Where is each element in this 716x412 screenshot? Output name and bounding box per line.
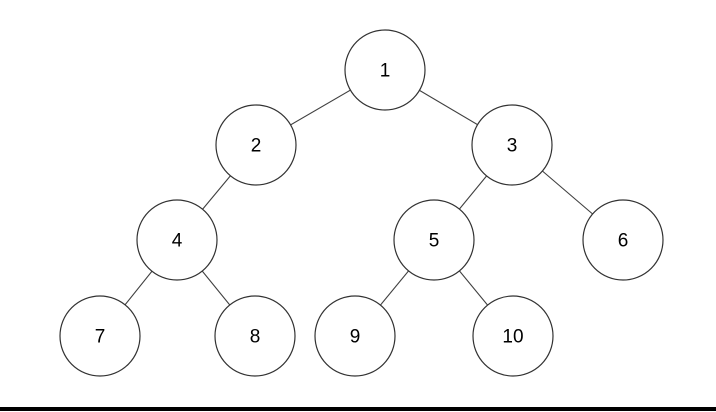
tree-node-2: 2 [215, 104, 297, 186]
tree-node-10: 10 [472, 295, 554, 377]
node-label-2: 2 [251, 136, 262, 157]
node-label-9: 9 [350, 327, 361, 348]
node-label-8: 8 [250, 327, 261, 348]
tree-node-1: 1 [344, 29, 426, 111]
node-label-4: 4 [172, 231, 183, 252]
node-label-5: 5 [429, 231, 440, 252]
node-label-6: 6 [618, 231, 629, 252]
node-circle-4 [136, 199, 218, 281]
node-circle-3 [471, 104, 553, 186]
node-label-10: 10 [502, 327, 523, 348]
tree-node-9: 9 [314, 295, 396, 377]
node-circle-1 [344, 29, 426, 111]
tree-nodes-layer: 1 2 3 4 5 6 7 8 9 10 [59, 29, 664, 377]
tree-node-6: 6 [582, 199, 664, 281]
node-circle-5 [393, 199, 475, 281]
node-circle-6 [582, 199, 664, 281]
node-circle-2 [215, 104, 297, 186]
node-circle-9 [314, 295, 396, 377]
tree-node-4: 4 [136, 199, 218, 281]
node-circle-8 [214, 295, 296, 377]
tree-node-3: 3 [471, 104, 553, 186]
tree-node-7: 7 [59, 295, 141, 377]
node-circle-7 [59, 295, 141, 377]
bottom-border-bar [0, 407, 716, 411]
node-circle-10 [472, 295, 554, 377]
node-label-3: 3 [507, 136, 518, 157]
node-label-7: 7 [95, 327, 106, 348]
tree-node-5: 5 [393, 199, 475, 281]
node-label-1: 1 [380, 61, 391, 82]
tree-node-8: 8 [214, 295, 296, 377]
